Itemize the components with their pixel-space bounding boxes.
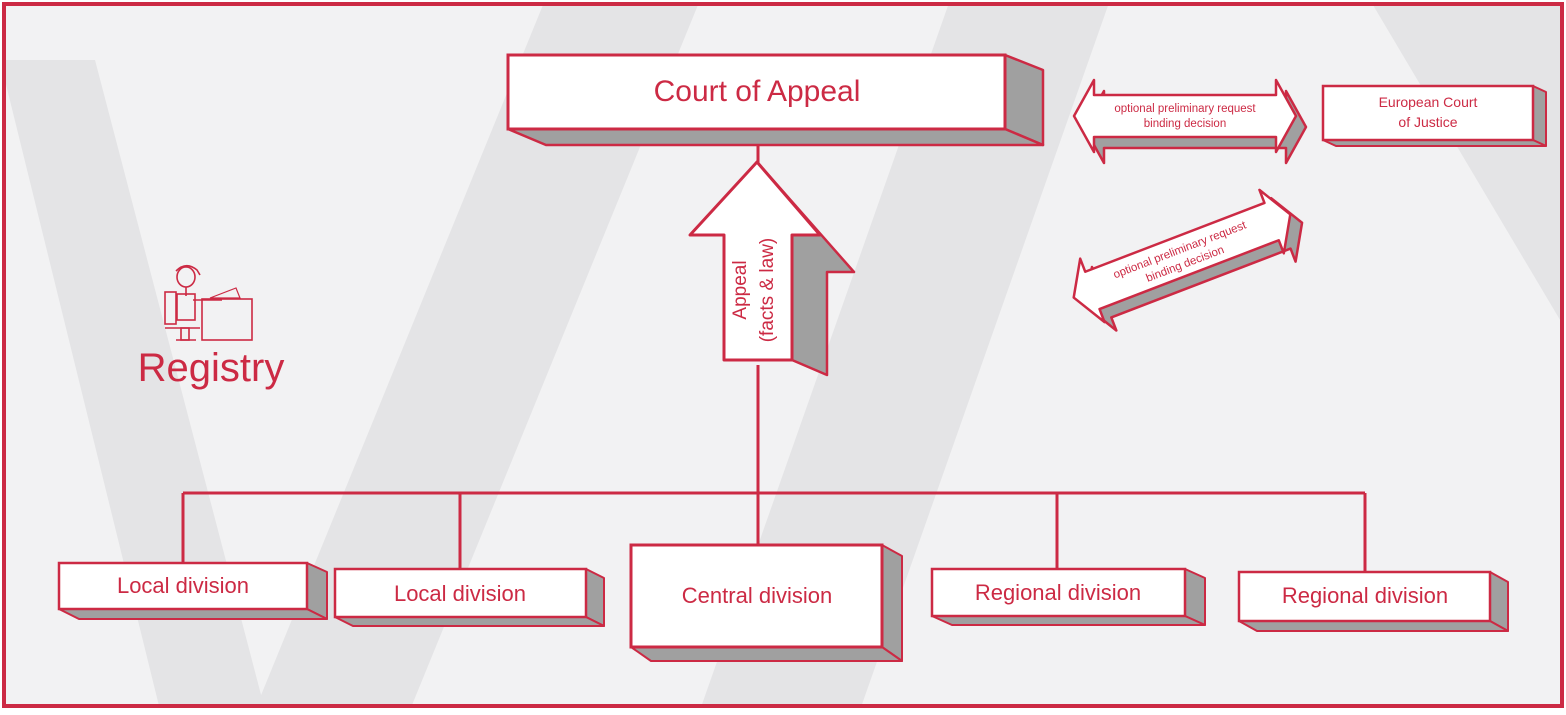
referral-horizontal-line2: binding decision xyxy=(1144,118,1226,130)
court-of-appeal-bottom xyxy=(506,127,1045,147)
registry: Registry xyxy=(138,264,285,390)
division-local-2: Local division xyxy=(333,567,605,627)
divisions: Local division Local division Central di… xyxy=(57,543,1509,662)
division-regional-2-label: Regional division xyxy=(1282,583,1448,608)
ecj-side xyxy=(1532,85,1547,147)
court-of-appeal-face xyxy=(506,53,1007,131)
division-regional-1-label: Regional division xyxy=(975,580,1141,605)
referral-arrow-horizontal: optional preliminary request binding dec… xyxy=(1072,78,1308,165)
referral-horizontal-line1: optional preliminary request xyxy=(1114,103,1256,115)
connectors xyxy=(181,129,1367,572)
division-local-1: Local division xyxy=(57,561,328,620)
division-central-label: Central division xyxy=(682,583,832,608)
division-regional-1: Regional division xyxy=(930,567,1206,626)
ecj-face xyxy=(1321,84,1535,142)
appeal-label-line1: Appeal xyxy=(730,260,751,319)
registry-clerk-icon xyxy=(164,264,253,341)
division-central: Central division xyxy=(629,543,903,662)
appeal-label-line2: (facts & law) xyxy=(757,238,778,343)
division-local-1-label: Local division xyxy=(117,573,249,598)
appeal-arrow-face xyxy=(688,160,822,362)
referral-diagonal-face xyxy=(1072,188,1292,324)
division-local-2-label: Local division xyxy=(394,581,526,606)
ecj-label-line1: European Court xyxy=(1379,94,1478,110)
ecj-label-line2: of Justice xyxy=(1398,114,1457,130)
division-regional-2: Regional division xyxy=(1237,570,1509,632)
court-of-appeal-box: Court of Appeal xyxy=(506,53,1045,147)
appeal-arrow: Appeal (facts & law) xyxy=(688,160,856,377)
referral-arrow-diagonal: optional preliminary request binding dec… xyxy=(1072,188,1304,332)
referral-horizontal-face xyxy=(1072,78,1298,154)
court-of-appeal-label: Court of Appeal xyxy=(654,75,861,108)
ecj-box: European Court of Justice xyxy=(1321,84,1547,147)
registry-label: Registry xyxy=(138,346,285,390)
